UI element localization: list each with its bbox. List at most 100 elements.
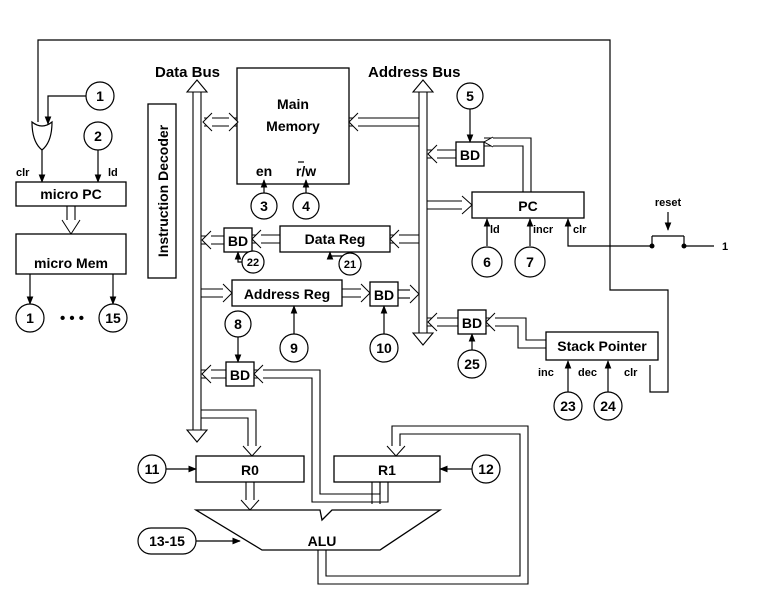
memory-data-bus-link bbox=[202, 112, 239, 132]
alu-label: ALU bbox=[308, 533, 337, 549]
memory-en-pin: en bbox=[256, 163, 272, 179]
address-reg-to-bd10-link bbox=[342, 283, 371, 303]
svg-text:24: 24 bbox=[600, 398, 616, 414]
bd-22-label: BD bbox=[228, 233, 248, 249]
bd8-to-data-bus-link bbox=[201, 364, 226, 384]
micro-mem-label: micro Mem bbox=[34, 255, 108, 271]
signal-circle-21: 21 bbox=[338, 252, 362, 276]
or-gate bbox=[31, 120, 53, 151]
memory-rw-pin: r/w bbox=[296, 163, 316, 179]
svg-text:5: 5 bbox=[466, 88, 474, 104]
bd-pc-label: BD bbox=[460, 147, 480, 163]
reset-label: reset bbox=[655, 197, 682, 209]
bd22-to-data-bus-link bbox=[201, 230, 224, 250]
address-bus-label: Address Bus bbox=[368, 64, 461, 81]
svg-text:9: 9 bbox=[290, 340, 298, 356]
data-bus-to-r0-link bbox=[201, 409, 262, 457]
signal-circle-3: 3 bbox=[250, 192, 278, 220]
svg-text:15: 15 bbox=[105, 310, 121, 326]
data-bus bbox=[185, 79, 209, 443]
sp-clr-pin: clr bbox=[624, 367, 638, 379]
signal-circle-23: 23 bbox=[553, 391, 583, 421]
svg-text:6: 6 bbox=[483, 254, 491, 270]
signal-21-wire bbox=[326, 251, 346, 260]
signal-circle-9: 9 bbox=[279, 333, 309, 363]
microMem-ellipsis: • • • bbox=[60, 310, 84, 327]
micro-pc-label: micro PC bbox=[40, 186, 101, 202]
data-bus-label: Data Bus bbox=[155, 64, 220, 81]
address-bus bbox=[411, 79, 435, 346]
signal-22-wire bbox=[234, 251, 242, 263]
bd-25-label: BD bbox=[462, 315, 482, 331]
address-bus-to-data-reg-link bbox=[389, 229, 419, 249]
svg-text:13-15: 13-15 bbox=[149, 533, 185, 549]
stack-pointer-label: Stack Pointer bbox=[557, 338, 647, 354]
address-reg-box bbox=[231, 279, 343, 307]
main-memory-label-line1: Main bbox=[277, 96, 309, 112]
svg-text:23: 23 bbox=[560, 398, 576, 414]
alu-shape bbox=[193, 509, 443, 551]
r1-to-alu-link bbox=[371, 482, 381, 504]
microMem-output-circle-1: 1 bbox=[15, 303, 45, 333]
signal-circle-1: 1 bbox=[85, 81, 115, 111]
main-memory-box bbox=[236, 67, 350, 185]
signal-circle-13-15: 13-15 bbox=[137, 527, 197, 555]
pc-to-bd-top-link bbox=[482, 136, 532, 192]
svg-text:10: 10 bbox=[376, 340, 392, 356]
svg-text:1: 1 bbox=[26, 310, 34, 326]
micro-pc-box bbox=[15, 181, 127, 207]
alu-to-r1-feedback-link bbox=[317, 425, 529, 585]
address-bus-to-pc-link bbox=[427, 195, 473, 215]
svg-text:25: 25 bbox=[464, 356, 480, 372]
reset-to-pc-clr-wire bbox=[564, 218, 652, 247]
pc-incr-pin: incr bbox=[533, 224, 554, 236]
svg-text:12: 12 bbox=[478, 461, 494, 477]
pc-label: PC bbox=[518, 198, 537, 214]
pc-box bbox=[471, 191, 585, 219]
signal-circle-4: 4 bbox=[292, 192, 320, 220]
data-reg-label: Data Reg bbox=[305, 231, 366, 247]
bd-pc-box bbox=[455, 141, 485, 167]
signal-circle-22: 22 bbox=[241, 250, 265, 274]
bd-pc-to-address-bus-link bbox=[427, 144, 456, 164]
address-bus-memory-link bbox=[348, 112, 419, 132]
signal-circle-10: 10 bbox=[369, 333, 399, 363]
reset-supply-label: 1 bbox=[722, 241, 728, 253]
bd10-to-address-bus-link bbox=[398, 284, 420, 304]
r1-label: R1 bbox=[378, 462, 396, 478]
bd25-to-address-bus-link bbox=[427, 312, 458, 332]
data-reg-box bbox=[279, 225, 391, 253]
signal-circle-7: 7 bbox=[514, 246, 546, 278]
main-memory-label-line2: Memory bbox=[266, 118, 320, 134]
svg-text:4: 4 bbox=[302, 198, 310, 214]
r0-to-alu-link bbox=[240, 482, 260, 511]
sp-inc-pin: inc bbox=[538, 367, 554, 379]
signal-circle-2: 2 bbox=[83, 121, 113, 151]
signal-circle-24: 24 bbox=[593, 391, 623, 421]
microPC-clr-pin: clr bbox=[16, 167, 30, 179]
signal-circle-6: 6 bbox=[471, 246, 503, 278]
instruction-decoder-box bbox=[147, 103, 177, 279]
micro-mem-box bbox=[15, 233, 127, 275]
address-reg-label: Address Reg bbox=[244, 286, 330, 302]
signal-circle-8: 8 bbox=[224, 310, 252, 338]
pc-clr-pin: clr bbox=[573, 224, 587, 236]
svg-text:22: 22 bbox=[247, 257, 259, 269]
bd-10-label: BD bbox=[374, 287, 394, 303]
svg-text:11: 11 bbox=[145, 461, 160, 477]
svg-text:1: 1 bbox=[96, 88, 104, 104]
reset-left-terminal bbox=[649, 243, 655, 249]
svg-text:7: 7 bbox=[526, 254, 534, 270]
signal-circle-11: 11 bbox=[137, 454, 167, 484]
svg-text:8: 8 bbox=[234, 316, 242, 332]
pc-ld-pin: ld bbox=[490, 224, 500, 236]
stack-pointer-box bbox=[545, 331, 659, 361]
data-reg-to-bd22-link bbox=[251, 229, 280, 249]
signal-circle-25: 25 bbox=[457, 349, 487, 379]
microPC-to-microMem-link bbox=[61, 206, 81, 235]
microPC-ld-pin: ld bbox=[108, 167, 118, 179]
sp-dec-pin: dec bbox=[578, 367, 597, 379]
signal-circle-5: 5 bbox=[456, 82, 484, 110]
microMem-output-circle-15: 15 bbox=[98, 303, 128, 333]
